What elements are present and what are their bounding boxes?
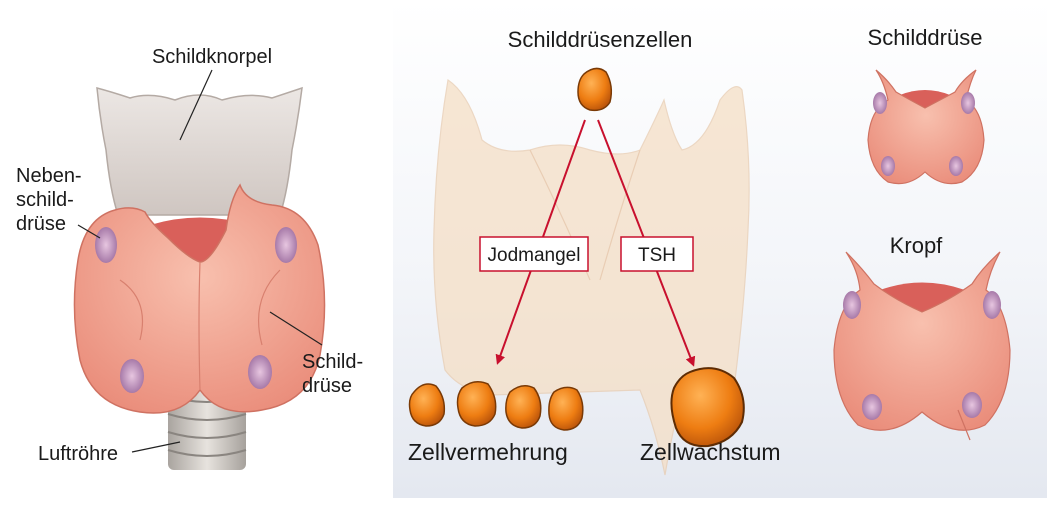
left-panel-anatomy: Schildknorpel Neben- schild- drüse Schil… bbox=[16, 46, 363, 470]
cause-box-iodine: Jodmangel bbox=[479, 236, 589, 272]
goiter-title: Kropf bbox=[890, 233, 943, 258]
leader-thyroid bbox=[269, 311, 323, 346]
normal-parathyroid bbox=[873, 92, 887, 114]
parathyroid-lower-left bbox=[120, 359, 144, 393]
normal-parathyroid bbox=[961, 92, 975, 114]
label-thyroid-cartilage: Schildknorpel bbox=[152, 46, 272, 68]
parathyroid-upper-right bbox=[275, 227, 297, 263]
enlarged-cell bbox=[670, 367, 745, 448]
goiter-drawing bbox=[833, 251, 1011, 441]
goiter-parathyroid bbox=[843, 291, 861, 319]
cause-tsh-label: TSH bbox=[638, 245, 676, 266]
label-parathyroid-line2: schild- bbox=[16, 189, 74, 211]
leader-thyroid-cartilage bbox=[179, 69, 213, 141]
proliferation-cells bbox=[408, 381, 584, 431]
leader-trachea bbox=[131, 441, 181, 453]
proliferation-cell bbox=[456, 381, 497, 427]
label-parathyroid-line3: drüse bbox=[16, 213, 66, 235]
normal-parathyroid bbox=[881, 156, 895, 176]
thyroid-cartilage-drawing bbox=[96, 86, 303, 216]
cause-iodine-label: Jodmangel bbox=[488, 245, 581, 266]
label-trachea: Luftröhre bbox=[38, 443, 118, 465]
parathyroid-upper-left bbox=[95, 227, 117, 263]
normal-thyroid-drawing bbox=[867, 69, 985, 185]
label-parathyroid-line1: Neben- bbox=[16, 165, 82, 187]
right-panel-comparison: Schilddrüse Kropf bbox=[833, 25, 1011, 441]
label-thyroid-line1: Schild- bbox=[302, 351, 363, 373]
proliferation-cell bbox=[505, 385, 542, 429]
cause-box-tsh: TSH bbox=[620, 236, 694, 272]
goiter-parathyroid bbox=[962, 392, 982, 418]
goiter-parathyroid bbox=[983, 291, 1001, 319]
result-proliferation: Zellvermehrung bbox=[408, 439, 568, 465]
normal-thyroid-title: Schilddrüse bbox=[868, 25, 983, 50]
source-cell bbox=[577, 67, 613, 112]
goiter-parathyroid bbox=[862, 394, 882, 420]
leader-parathyroid bbox=[77, 224, 101, 239]
proliferation-cell bbox=[548, 386, 584, 431]
label-thyroid-line2: drüse bbox=[302, 375, 352, 397]
normal-parathyroid bbox=[949, 156, 963, 176]
center-panel-cells: Schilddrüsenzellen Jodmangel TSH Zellver… bbox=[408, 27, 781, 476]
center-title: Schilddrüsenzellen bbox=[508, 27, 693, 52]
parathyroid-lower-right bbox=[248, 355, 272, 389]
result-growth: Zellwachstum bbox=[640, 439, 781, 465]
faded-thyroid-drawing bbox=[433, 78, 750, 476]
proliferation-cell bbox=[408, 383, 446, 427]
